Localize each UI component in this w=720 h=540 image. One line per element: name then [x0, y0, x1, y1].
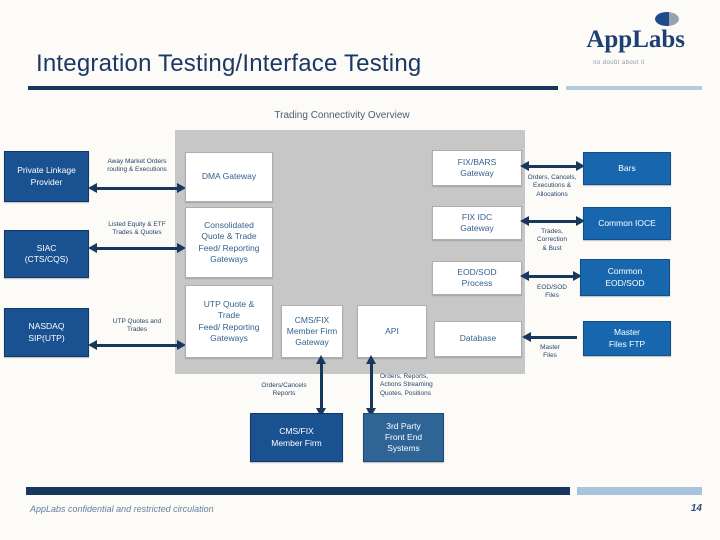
footer-bar-dark [26, 487, 570, 495]
arrow-eodsod [520, 271, 582, 281]
arrow-private-linkage [88, 183, 186, 193]
title-underline-light [566, 86, 702, 90]
page-number: 14 [690, 503, 702, 514]
box-siac: SIAC (CTS/CQS) [4, 230, 89, 278]
box-dma-gateway: DMA Gateway [185, 152, 273, 202]
label-utp-quotes-trades: UTP Quotes and Trades [112, 318, 162, 334]
arrow-fixidc-ioce [520, 216, 585, 226]
diagram-title: Trading Connectivity Overview [274, 110, 410, 121]
applabs-logo-text: AppLabs [586, 26, 685, 53]
applabs-logo-tagline: no doubt about it [593, 60, 645, 66]
label-master-files: Master Files [540, 344, 560, 360]
box-common-ioce: Common IOCE [583, 207, 671, 240]
title-underline-dark [28, 86, 558, 90]
arrow-fixbars-bars [520, 161, 585, 171]
box-cmsfix-member-firm: CMS/FIX Member Firm [250, 413, 343, 462]
label-away-market-orders: Away Market Orders routing & Executions [107, 158, 167, 174]
arrow-masterfiles-ftp [522, 332, 577, 342]
box-bars: Bars [583, 152, 671, 185]
arrow-nasdaq [88, 340, 186, 350]
footer-bar-light [577, 487, 702, 495]
box-common-eodsod: Common EOD/SOD [580, 259, 670, 296]
slide-title: Integration Testing/Interface Testing [36, 50, 422, 77]
box-utp-gateways: UTP Quote & Trade Feed/ Reporting Gatewa… [185, 285, 273, 358]
label-trades-correction-bust: Trades, Correction & Bust [537, 228, 567, 252]
label-orders-reports-actions: Orders, Reports, Actions Streaming Quote… [380, 373, 433, 397]
box-api: API [357, 305, 427, 358]
footer-confidentiality: AppLabs confidential and restricted circ… [30, 504, 214, 514]
arrow-siac [88, 243, 186, 253]
box-nasdaq-sip: NASDAQ SIP(UTP) [4, 308, 89, 357]
label-eodsod-files: EOD/SOD Files [537, 284, 567, 300]
label-orders-cancels-reports: Orders/Cancels Reports [261, 382, 307, 398]
box-fix-idc-gateway: FIX IDC Gateway [432, 206, 522, 240]
box-database: Database [434, 321, 522, 357]
box-consolidated-gateways: Consolidated Quote & Trade Feed/ Reporti… [185, 207, 273, 278]
box-cmsfix-member-firm-gateway: CMS/FIX Member Firm Gateway [281, 305, 343, 358]
box-eod-sod-process: EOD/SOD Process [432, 261, 522, 295]
arrow-cmsfix-member-firm [316, 355, 326, 417]
box-3rd-party-front-end: 3rd Party Front End Systems [363, 413, 444, 462]
label-orders-cancels-executions: Orders, Cancels, Executions & Allocation… [527, 174, 577, 198]
box-master-files-ftp: Master Files FTP [583, 321, 671, 356]
box-fix-bars-gateway: FIX/BARS Gateway [432, 150, 522, 186]
applabs-logo-icon [655, 12, 679, 26]
arrow-3rd-party [366, 355, 376, 417]
label-listed-equity-etf: Listed Equity & ETF Trades & Quotes [108, 221, 166, 237]
box-private-linkage-provider: Private Linkage Provider [4, 151, 89, 202]
